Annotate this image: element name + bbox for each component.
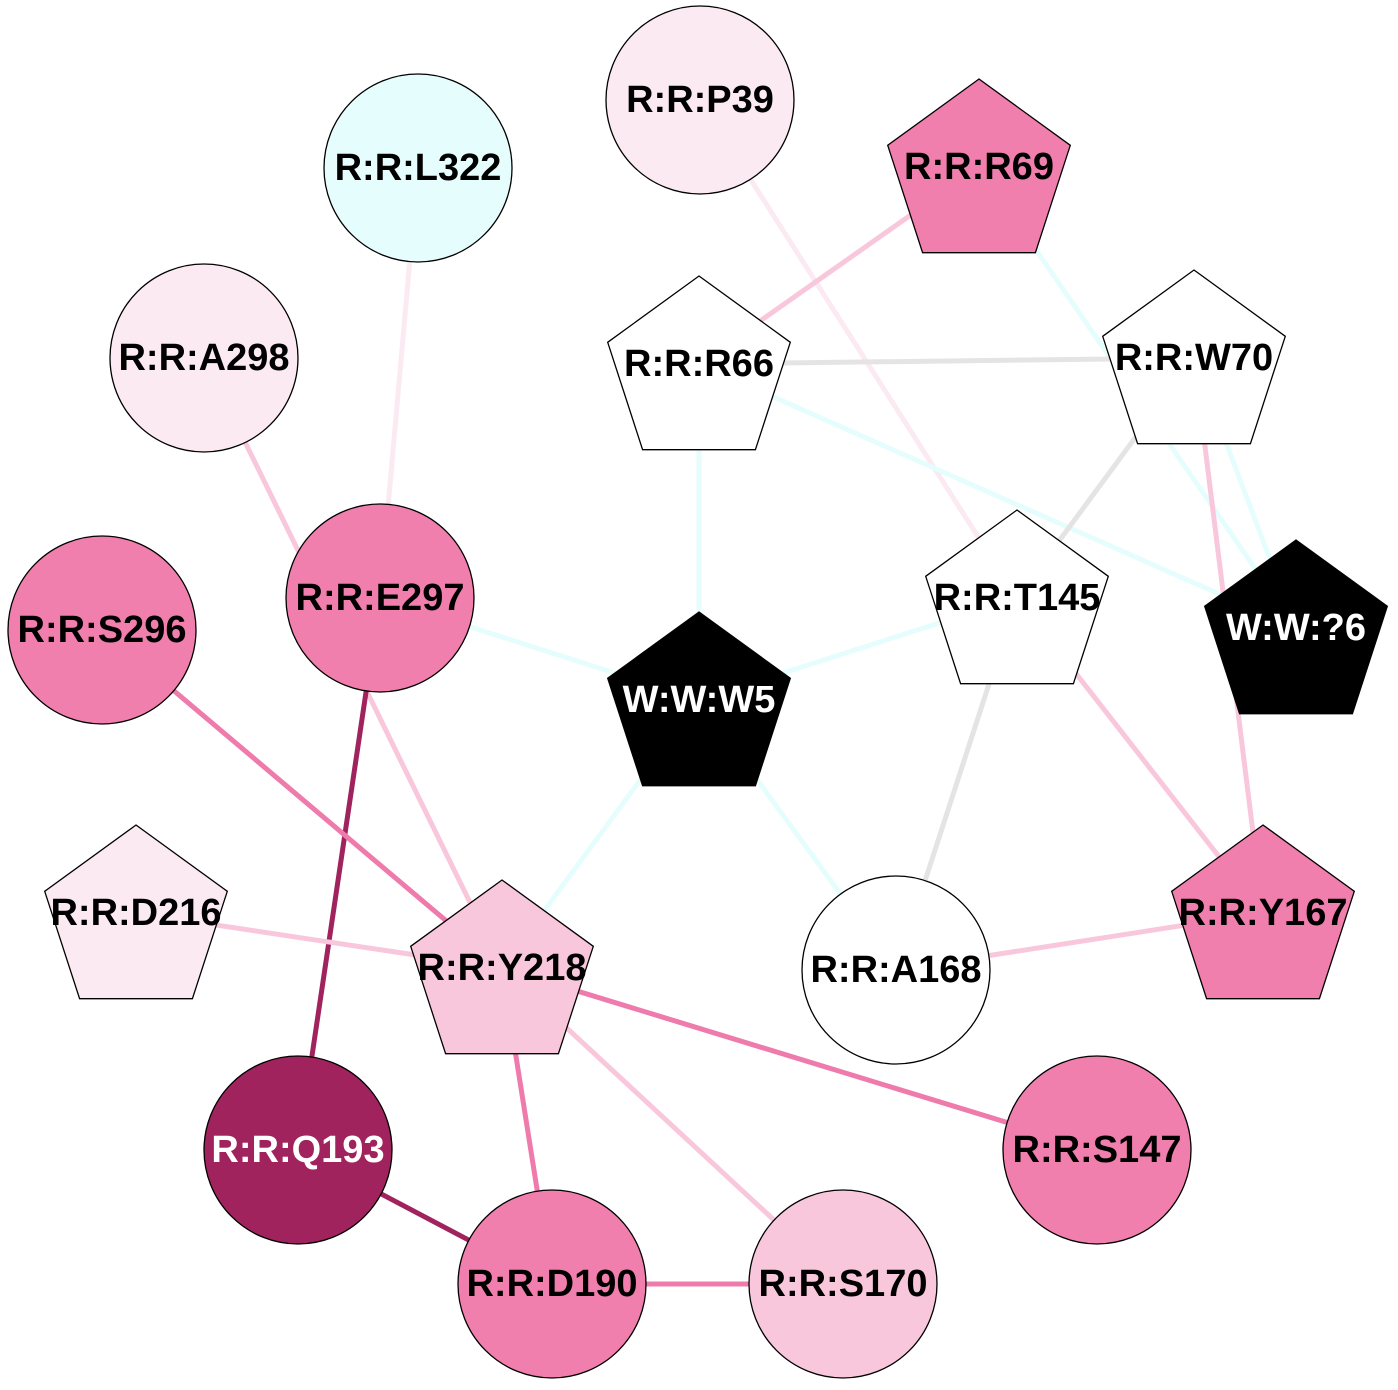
- node-label: R:R:S170: [759, 1263, 928, 1305]
- node-pentagon-shape: [43, 824, 229, 1000]
- node-label: R:R:D216: [50, 892, 221, 934]
- node-y218[interactable]: R:R:Y218: [409, 879, 595, 1055]
- node-pentagon-shape: [606, 611, 792, 787]
- node-e297[interactable]: R:R:E297: [285, 503, 475, 693]
- node-label: R:R:A168: [810, 949, 981, 991]
- node-label: R:R:E297: [296, 577, 465, 619]
- node-d190[interactable]: R:R:D190: [457, 1189, 647, 1379]
- node-circle-shape: [203, 1055, 393, 1245]
- node-y167[interactable]: R:R:Y167: [1170, 824, 1356, 1000]
- node-circle-shape: [801, 875, 991, 1065]
- node-pentagon-shape: [1203, 539, 1389, 715]
- node-l322[interactable]: R:R:L322: [323, 73, 513, 263]
- node-circle-shape: [748, 1189, 938, 1379]
- node-label: R:R:R69: [904, 146, 1054, 188]
- node-pentagon-shape: [409, 879, 595, 1055]
- node-d216[interactable]: R:R:D216: [43, 824, 229, 1000]
- node-pentagon-shape: [1170, 824, 1356, 1000]
- node-label: W:W:W5: [623, 679, 776, 721]
- node-s170[interactable]: R:R:S170: [748, 1189, 938, 1379]
- node-a168[interactable]: R:R:A168: [801, 875, 991, 1065]
- node-label: R:R:S296: [18, 609, 187, 651]
- node-pentagon-shape: [886, 78, 1072, 254]
- node-label: R:R:Q193: [211, 1129, 384, 1171]
- node-r66[interactable]: R:R:R66: [606, 275, 792, 451]
- node-label: R:R:D190: [466, 1263, 637, 1305]
- node-w70[interactable]: R:R:W70: [1101, 269, 1287, 445]
- node-label: R:R:A298: [118, 337, 289, 379]
- node-circle-shape: [1002, 1055, 1192, 1245]
- node-label: R:R:Y218: [418, 947, 587, 989]
- node-t145[interactable]: R:R:T145: [924, 509, 1110, 685]
- node-label: W:W:?6: [1226, 607, 1366, 649]
- node-label: R:R:T145: [934, 577, 1101, 619]
- edge-r66-w6: [696, 361, 1299, 631]
- node-label: R:R:L322: [335, 147, 502, 189]
- node-label: R:R:S147: [1013, 1129, 1182, 1171]
- node-circle-shape: [457, 1189, 647, 1379]
- edge-y218-s147: [499, 965, 1100, 1153]
- node-a298[interactable]: R:R:A298: [109, 263, 299, 453]
- node-label: R:R:Y167: [1179, 892, 1348, 934]
- node-pentagon-shape: [924, 509, 1110, 685]
- node-label: R:R:R66: [624, 343, 774, 385]
- node-circle-shape: [109, 263, 299, 453]
- node-q193[interactable]: R:R:Q193: [203, 1055, 393, 1245]
- node-pentagon-shape: [1101, 269, 1287, 445]
- node-circle-shape: [285, 503, 475, 693]
- node-label: R:R:P39: [626, 79, 774, 121]
- node-p39[interactable]: R:R:P39: [605, 5, 795, 195]
- node-pentagon-shape: [606, 275, 792, 451]
- node-circle-shape: [323, 73, 513, 263]
- node-r69[interactable]: R:R:R69: [886, 78, 1072, 254]
- node-s147[interactable]: R:R:S147: [1002, 1055, 1192, 1245]
- node-w5[interactable]: W:W:W5: [606, 611, 792, 787]
- node-w6[interactable]: W:W:?6: [1203, 539, 1389, 715]
- edge-p39-t145: [697, 97, 1020, 601]
- node-circle-shape: [7, 535, 197, 725]
- node-label: R:R:W70: [1115, 337, 1273, 379]
- node-s296[interactable]: R:R:S296: [7, 535, 197, 725]
- node-circle-shape: [605, 5, 795, 195]
